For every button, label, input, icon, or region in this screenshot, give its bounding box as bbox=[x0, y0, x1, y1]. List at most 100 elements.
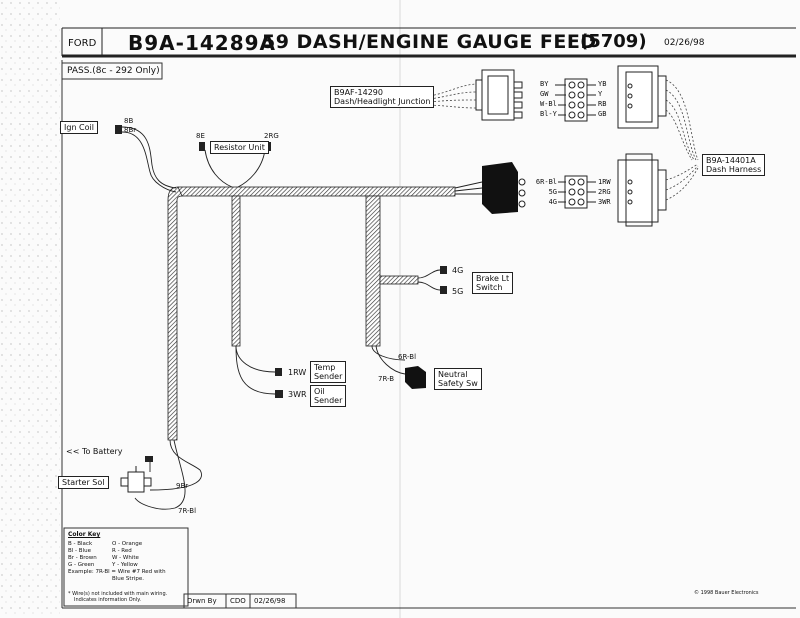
terminal-strip-lower bbox=[558, 175, 596, 209]
brake-switch-connectors bbox=[440, 266, 447, 294]
subtitle: PASS.(8c - 292 Only) bbox=[67, 66, 160, 76]
junction-upper-right-labels: YB Y RB GB bbox=[598, 79, 606, 119]
wire-label-6rb: 6R-Bl bbox=[398, 353, 417, 361]
brake-switch-line1: Brake Lt bbox=[476, 274, 510, 283]
junction-upper-left-3: Bl-Y bbox=[540, 110, 557, 118]
neutral-switch-line2: Safety Sw bbox=[438, 379, 478, 388]
neutral-switch-label: Neutral Safety Sw bbox=[434, 368, 482, 390]
dash-connector-right-upper bbox=[617, 65, 667, 129]
resistor-unit-label: Resistor Unit bbox=[210, 141, 269, 154]
make-label: FORD bbox=[68, 38, 97, 49]
ign-coil-label: Ign Coil bbox=[60, 121, 98, 134]
junction-upper-left-1: GW bbox=[540, 90, 549, 98]
junction-lower-left-1: 5G bbox=[548, 188, 557, 196]
starter-solenoid-label: Starter Sol bbox=[58, 476, 109, 489]
color-key-example-1: Example: 7R-Bl = Wire #7 Red with bbox=[68, 569, 166, 575]
oil-sender-line1: Oil bbox=[314, 387, 325, 396]
junction-part-number: B9AF-14290 bbox=[334, 88, 383, 97]
wire-label-8b: 8B bbox=[124, 117, 134, 125]
junction-lower-left-2: 4G bbox=[548, 198, 557, 206]
wire-label-7rbl: 7R-Bl bbox=[178, 507, 197, 515]
header-date: 02/26/98 bbox=[664, 38, 705, 48]
part-number: B9A-14289A bbox=[128, 31, 276, 55]
wire-label-8e: 8E bbox=[196, 132, 205, 140]
color-key-right-2: W - White bbox=[112, 555, 139, 561]
color-key-left: B - Black Bl - Blue Br - Brown G - Green bbox=[68, 541, 97, 569]
oil-sender-line2: Sender bbox=[314, 396, 343, 405]
brake-switch-line2: Switch bbox=[476, 283, 503, 292]
junction-upper-left-labels: BY GW W-Bl Bl-Y bbox=[540, 79, 557, 119]
main-harness bbox=[167, 186, 456, 441]
junction-upper-left-2: W-Bl bbox=[540, 100, 557, 108]
color-key-left-3: G - Green bbox=[68, 562, 95, 568]
junction-lower-right-0: 1RW bbox=[598, 178, 611, 186]
wire-label-5g: 5G bbox=[452, 287, 464, 296]
color-key-left-2: Br - Brown bbox=[68, 555, 97, 561]
wire-label-8br: 8Br bbox=[124, 126, 137, 134]
junction-lower-left-0: 6R-Bl bbox=[535, 178, 557, 186]
terminal-strip-upper bbox=[555, 78, 596, 122]
subtitle-frame bbox=[61, 62, 163, 80]
junction-lower-right-labels: 1RW 2RG 3WR bbox=[598, 177, 611, 207]
junction-upper-left-0: BY bbox=[540, 80, 549, 88]
diagram-code: (5709) bbox=[580, 31, 647, 52]
color-key-right-3: Y - Yellow bbox=[112, 562, 138, 568]
color-key-note-1: * Wire(s) not included with main wiring. bbox=[68, 591, 168, 597]
color-key-example: Example: 7R-Bl = Wire #7 Red with Blue S… bbox=[68, 569, 166, 583]
color-key-example-2: Blue Stripe. bbox=[112, 576, 144, 582]
neutral-switch-connector bbox=[405, 366, 426, 389]
wire-label-1rw: 1RW bbox=[288, 368, 307, 377]
junction-lower-left-labels: 6R-Bl 5G 4G bbox=[535, 177, 557, 207]
footer-frame bbox=[183, 593, 297, 609]
dash-connector-right-lower bbox=[617, 153, 667, 227]
wire-label-3wr: 3WR bbox=[288, 390, 307, 399]
battery-label: << To Battery bbox=[66, 447, 123, 456]
color-key-left-1: Bl - Blue bbox=[68, 548, 91, 554]
neutral-switch-line1: Neutral bbox=[438, 370, 468, 379]
dash-harness-name: Dash Harness bbox=[706, 165, 762, 174]
temp-sender-line2: Sender bbox=[314, 372, 343, 381]
copyright: © 1998 Bauer Electronics bbox=[694, 590, 759, 596]
color-key-left-0: B - Black bbox=[68, 541, 93, 547]
dash-harness-label: B9A-14401A Dash Harness bbox=[702, 154, 766, 176]
starter-solenoid bbox=[120, 456, 153, 493]
dash-feed-connector bbox=[482, 162, 526, 214]
dash-harness-dashed bbox=[665, 79, 699, 201]
junction-lower-right-2: 3WR bbox=[598, 198, 611, 206]
color-key-title: Color Key bbox=[68, 531, 101, 538]
brake-switch-label: Brake Lt Switch bbox=[472, 272, 514, 294]
junction-upper-right-3: GB bbox=[598, 110, 607, 118]
oil-sender-label: Oil Sender bbox=[310, 385, 347, 407]
wire-label-9br: 9Br bbox=[176, 482, 189, 490]
junction-connector-upper bbox=[475, 69, 523, 121]
drawn-by-value: CDO bbox=[230, 597, 246, 605]
temp-sender-label: Temp Sender bbox=[310, 361, 347, 383]
temp-sender-line1: Temp bbox=[314, 363, 336, 372]
color-key-right-0: O - Orange bbox=[112, 541, 143, 547]
junction-upper-right-1: Y bbox=[598, 90, 603, 98]
color-key-right: O - Orange R - Red W - White Y - Yellow bbox=[112, 541, 142, 569]
sender-connectors bbox=[275, 368, 283, 398]
junction-name: Dash/Headlight Junction bbox=[334, 97, 431, 106]
wire-label-4g: 4G bbox=[452, 266, 464, 275]
wire-label-2rg: 2RG bbox=[264, 132, 279, 140]
page-title: 59 DASH/ENGINE GAUGE FEED bbox=[262, 31, 597, 53]
wire-label-7rb: 7R-B bbox=[378, 375, 395, 383]
drawn-by-label: Drwn By bbox=[187, 597, 217, 605]
junction-upper-right-2: RB bbox=[598, 100, 607, 108]
color-key-note: * Wire(s) not included with main wiring.… bbox=[68, 591, 167, 603]
scan-noise bbox=[0, 0, 60, 618]
footer-date: 02/26/98 bbox=[254, 597, 286, 605]
ign-coil-connector bbox=[115, 125, 122, 134]
junction-upper-right-0: YB bbox=[598, 80, 607, 88]
junction-lower-right-1: 2RG bbox=[598, 188, 611, 196]
color-key-note-2: Indicates information Only. bbox=[74, 597, 142, 603]
dash-headlight-junction-label: B9AF-14290 Dash/Headlight Junction bbox=[330, 86, 435, 108]
color-key-frame bbox=[63, 527, 189, 607]
dash-harness-part: B9A-14401A bbox=[706, 156, 756, 165]
wires bbox=[121, 126, 483, 510]
dashed-wires-upper bbox=[429, 83, 477, 109]
color-key-right-1: R - Red bbox=[112, 548, 132, 554]
